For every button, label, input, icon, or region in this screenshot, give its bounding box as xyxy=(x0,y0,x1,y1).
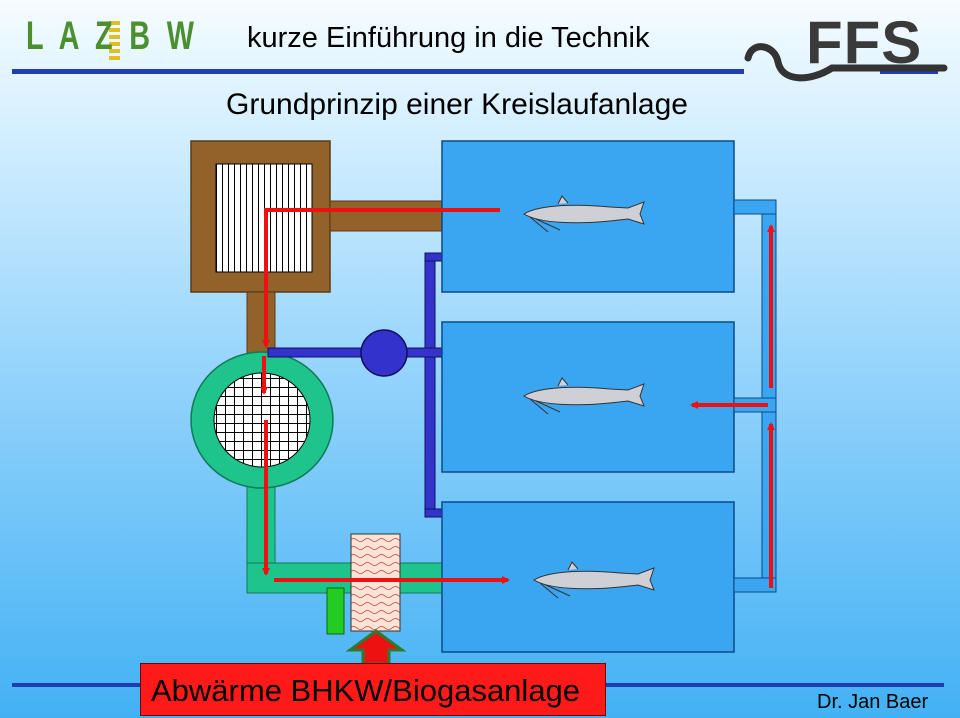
header-rule-left xyxy=(12,69,744,74)
heater xyxy=(326,533,407,666)
bio-filter xyxy=(190,351,444,594)
author-name: Dr. Jan Baer xyxy=(817,691,929,713)
ffs-swirl-icon xyxy=(744,43,948,82)
slide-title: kurze Einführung in die Technik xyxy=(247,22,650,54)
footer-rule-left xyxy=(12,683,140,687)
heat-source-caption: Abwärme BHKW/Biogasanlage xyxy=(151,673,581,708)
lazbw-logo: L A Z B W xyxy=(26,14,199,58)
pump-icon xyxy=(360,329,408,377)
fish-icon xyxy=(523,377,645,415)
fish-icon xyxy=(533,561,655,599)
flow-arrows xyxy=(260,208,775,588)
lazbw-stripes xyxy=(109,21,120,60)
mechanical-filter xyxy=(190,140,444,355)
caption-box xyxy=(140,663,606,716)
heater-indicator xyxy=(326,587,345,635)
ffs-logo: FFS xyxy=(806,9,923,76)
slide-subtitle: Grundprinzip einer Kreislaufanlage xyxy=(226,88,688,121)
footer-rule-right xyxy=(606,683,944,687)
fish-icon xyxy=(523,195,645,233)
heat-arrow-icon xyxy=(345,629,407,666)
